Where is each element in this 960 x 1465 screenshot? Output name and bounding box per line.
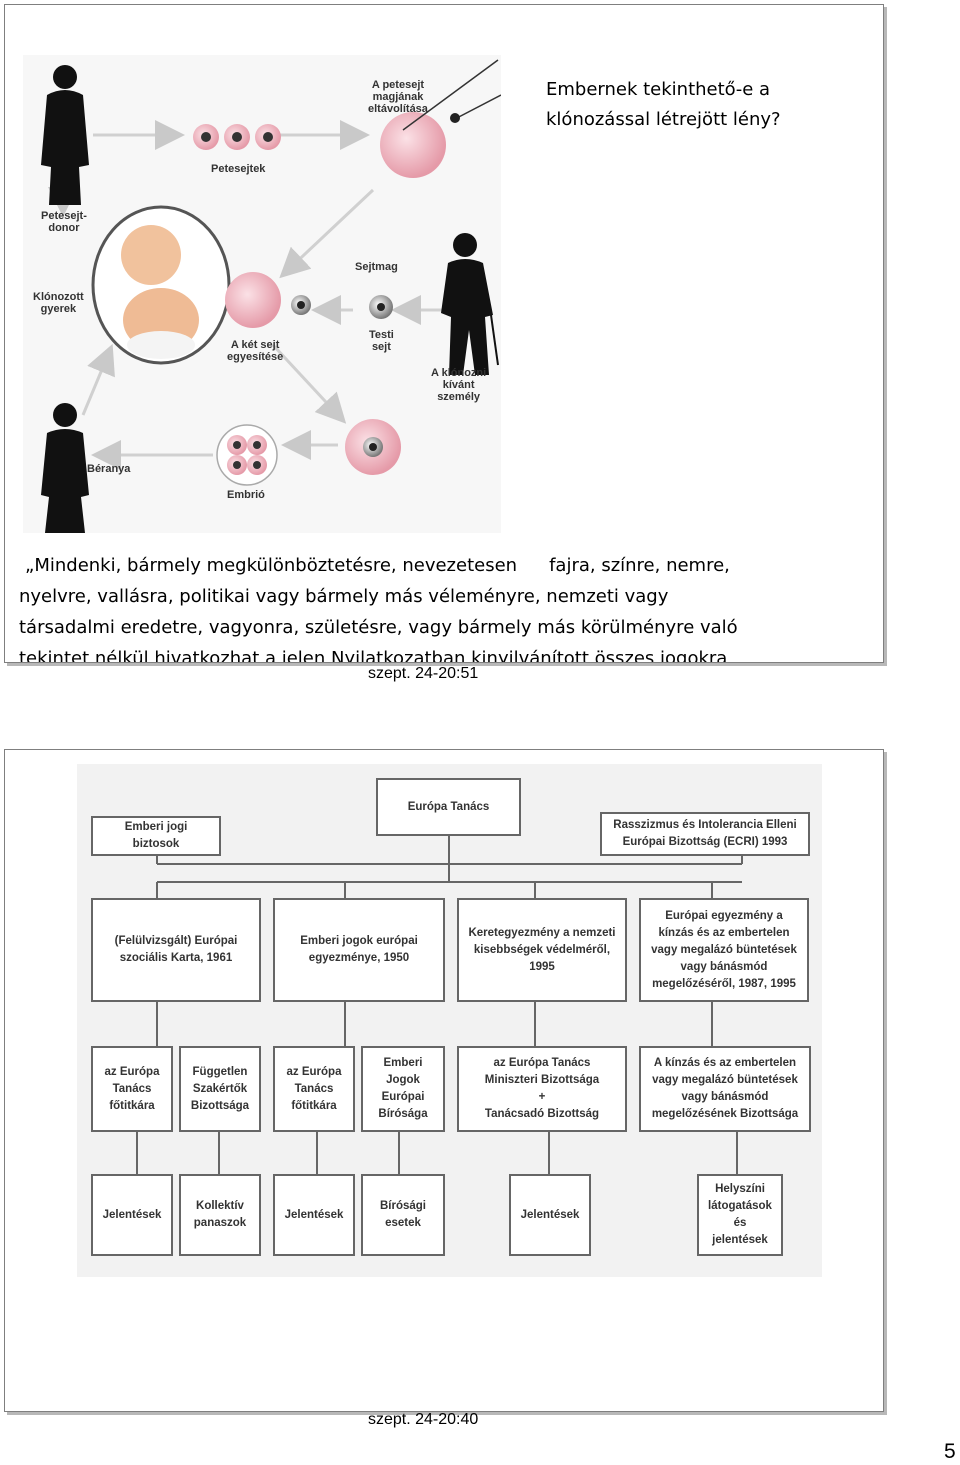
org-reports-3: Jelentések	[509, 1174, 591, 1256]
quote-line-1: „Mindenki, bármely megkülönböztetésre, n…	[19, 550, 879, 581]
slide-council-of-europe: Európa Tanács Emberi jogi biztosok Rassz…	[4, 749, 884, 1412]
label-person: A klónozni kívánt személy	[431, 367, 487, 403]
slide-cloning: A petesejt magjának eltávolítása Petesej…	[4, 4, 884, 663]
org-minorities-convention: Keretegyezmény a nemzeti kisebbségek véd…	[457, 898, 627, 1002]
label-merge: A két sejt egyesítése	[227, 339, 284, 363]
org-expert-committee: Független Szakértők Bizottsága	[179, 1046, 261, 1132]
slide-timestamp-2: szept. 24-20:40	[368, 1411, 479, 1428]
quote-line-1b: fajra, színre, nemre,	[549, 555, 730, 576]
org-reports-1: Jelentések	[91, 1174, 173, 1256]
org-human-rights-commissioner: Emberi jogi biztosok	[91, 816, 221, 856]
label-cloned-child: Klónozott gyerek	[33, 291, 84, 315]
declaration-quote: „Mindenki, bármely megkülönböztetésre, n…	[19, 550, 879, 663]
label-embryo: Embrió	[227, 489, 265, 501]
quote-line-1a: „Mindenki, bármely megkülönböztetésre, n…	[25, 555, 518, 576]
label-eggs: Petesejtek	[211, 163, 266, 175]
slide-question: Embernek tekinthető-e a klónozással létr…	[546, 75, 781, 135]
quote-line-3: társadalmi eredetre, vagyonra, születésr…	[19, 617, 738, 638]
person-silhouette	[441, 233, 499, 375]
label-nucleus: Sejtmag	[355, 261, 398, 273]
org-reports-2: Jelentések	[273, 1174, 355, 1256]
org-council-of-europe: Európa Tanács	[376, 778, 521, 836]
slide-timestamp-1: szept. 24-20:51	[368, 665, 479, 682]
org-chart-connectors	[136, 836, 743, 1174]
label-surrogate: Béranya	[87, 463, 131, 475]
question-line-2: klónozással létrejött lény?	[546, 109, 781, 130]
label-egg-donor: Petesejt- donor	[41, 210, 87, 234]
org-chart: Európa Tanács Emberi jogi biztosok Rassz…	[77, 764, 822, 1277]
label-egg-removal: A petesejt magjának eltávolítása	[368, 79, 428, 115]
org-committee-of-ministers: az Európa Tanács Miniszteri Bizottsága +…	[457, 1046, 627, 1132]
surrogate-silhouette	[41, 403, 89, 533]
org-visits-reports: Helyszíni látogatások és jelentések	[697, 1174, 783, 1256]
org-torture-convention: Európai egyezmény a kínzás és az emberte…	[639, 898, 809, 1002]
quote-line-2: nyelvre, vallásra, politikai vagy bármel…	[19, 586, 669, 607]
org-secretary-general-1: az Európa Tanács főtitkára	[91, 1046, 173, 1132]
question-line-1: Embernek tekinthető-e a	[546, 79, 771, 100]
page-number: 5	[944, 1440, 956, 1463]
label-somatic-cell: Testi sejt	[369, 329, 394, 353]
egg-donor-silhouette	[41, 65, 89, 205]
org-collective-complaints: Kollektív panaszok	[179, 1174, 261, 1256]
org-court-cases: Bírósági esetek	[361, 1174, 445, 1256]
org-human-rights-court: Emberi Jogok Európai Bírósága	[361, 1046, 445, 1132]
cloned-child-figure	[121, 225, 199, 359]
org-cpt: A kínzás és az embertelen vagy megalázó …	[639, 1046, 811, 1132]
org-secretary-general-2: az Európa Tanács főtitkára	[273, 1046, 355, 1132]
org-echr: Emberi jogok európai egyezménye, 1950	[273, 898, 445, 1002]
cloning-diagram-graphic	[41, 59, 501, 533]
org-ecri: Rasszizmus és Intolerancia Elleni Európa…	[600, 812, 810, 856]
org-social-charter: (Felülvizsgált) Európai szociális Karta,…	[91, 898, 261, 1002]
cloning-diagram: A petesejt magjának eltávolítása Petesej…	[23, 55, 501, 533]
quote-line-4: tekintet nélkül hivatkozhat a jelen Nyil…	[19, 648, 728, 663]
